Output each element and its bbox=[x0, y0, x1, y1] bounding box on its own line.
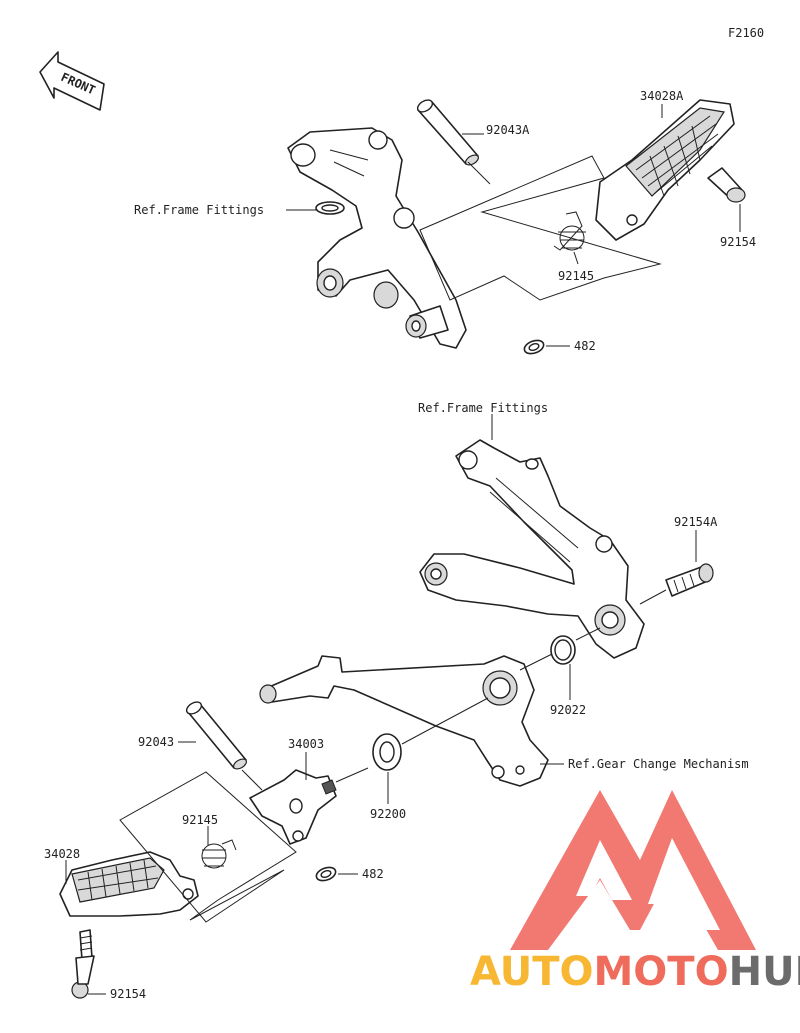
watermark-logo-mark bbox=[510, 790, 756, 950]
label-92022: 92022 bbox=[550, 703, 586, 717]
clip-482-bottom bbox=[315, 866, 337, 882]
frame-fitting-clip-top bbox=[315, 201, 345, 215]
label-92145-top: 92145 bbox=[558, 269, 594, 283]
watermark-logo bbox=[510, 790, 756, 950]
bolt-92154-top bbox=[707, 167, 746, 203]
label-482-bottom: 482 bbox=[362, 867, 384, 881]
label-92154A: 92154A bbox=[674, 515, 718, 529]
watermark-moto: MOTO bbox=[594, 949, 729, 995]
pin-92043 bbox=[185, 701, 247, 770]
gear-shift-lever bbox=[259, 655, 549, 787]
watermark-auto: AUTO bbox=[470, 949, 594, 995]
pin-92043A bbox=[416, 99, 479, 166]
label-92145-bottom: 92145 bbox=[182, 813, 218, 827]
figure-code: F2160 bbox=[728, 26, 764, 40]
spring-92145-top bbox=[553, 211, 586, 251]
top-exploded-box bbox=[419, 155, 662, 301]
bolt-92154-bottom bbox=[71, 929, 95, 999]
footpeg-34028A bbox=[595, 99, 735, 241]
label-482-top: 482 bbox=[574, 339, 596, 353]
label-ref-frame-mid: Ref.Frame Fittings bbox=[418, 401, 548, 415]
washer-92022 bbox=[550, 635, 576, 665]
bottom-leader-pin-path bbox=[241, 769, 263, 791]
label-34028: 34028 bbox=[44, 847, 80, 861]
front-arrow-icon: FRONT bbox=[39, 51, 105, 111]
label-92154-top: 92154 bbox=[720, 235, 756, 249]
bolt-92154A bbox=[665, 563, 714, 597]
label-ref-frame-top: Ref.Frame Fittings bbox=[134, 203, 264, 217]
label-92043: 92043 bbox=[138, 735, 174, 749]
label-92200: 92200 bbox=[370, 807, 406, 821]
pedal-holder-34003 bbox=[249, 769, 337, 845]
label-34028A: 34028A bbox=[640, 89, 684, 103]
bottom-exploded-box bbox=[119, 771, 297, 923]
bottom-leader-axis-2 bbox=[519, 589, 667, 671]
label-34003: 34003 bbox=[288, 737, 324, 751]
washer-92200 bbox=[372, 733, 402, 771]
rear-frame-bracket bbox=[419, 439, 645, 659]
spring-92145-bottom bbox=[201, 839, 237, 869]
watermark-text: AUTOMOTOHUB bbox=[470, 949, 800, 995]
top-footrest-bracket bbox=[287, 127, 467, 349]
label-92043A: 92043A bbox=[486, 123, 530, 137]
leader-92145-top bbox=[573, 251, 579, 265]
footpeg-34028 bbox=[59, 851, 199, 917]
watermark-hub: HUB bbox=[729, 949, 800, 995]
top-leader-pin-path bbox=[467, 161, 491, 185]
label-ref-gear: Ref.Gear Change Mechanism bbox=[568, 757, 749, 771]
clip-482-top bbox=[523, 339, 545, 355]
label-92154-bottom: 92154 bbox=[110, 987, 146, 1001]
bottom-leader-axis bbox=[335, 697, 489, 783]
